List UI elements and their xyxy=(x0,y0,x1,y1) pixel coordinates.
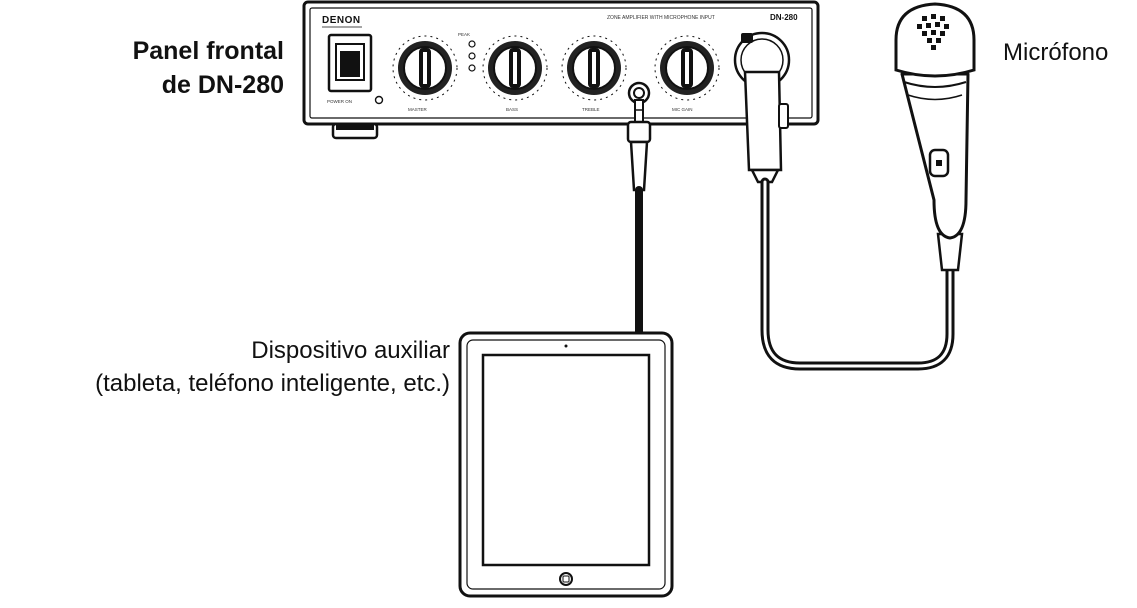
power-led xyxy=(374,95,384,105)
power-switch[interactable] xyxy=(327,33,373,93)
mic-gain-knob[interactable] xyxy=(654,35,720,101)
signal-led xyxy=(468,52,476,60)
aux-input-jack[interactable] xyxy=(627,81,651,105)
bass-knob[interactable] xyxy=(482,35,548,101)
xlr-cable xyxy=(743,70,955,371)
tablet-home-button[interactable] xyxy=(559,572,573,586)
microphone-illustration xyxy=(894,2,976,272)
level-led xyxy=(468,64,476,72)
aux-device-label: Dispositivo auxiliar (tableta, teléfono … xyxy=(95,334,450,400)
amplifier-front-panel: DENON ZONE AMPLIFIER WITH MICROPHONE INP… xyxy=(302,0,820,140)
peak-led xyxy=(468,40,476,48)
master-label: MASTER xyxy=(408,107,428,112)
master-knob[interactable] xyxy=(392,35,458,101)
mic-gain-label: MIC GAIN xyxy=(672,107,693,112)
aux-label-line2: (tableta, teléfono inteligente, etc.) xyxy=(95,370,450,397)
treble-label: TREBLE xyxy=(582,107,600,112)
tablet-screen xyxy=(481,353,651,567)
treble-knob[interactable] xyxy=(561,35,627,101)
device-subtitle: ZONE AMPLIFIER WITH MICROPHONE INPUT xyxy=(607,15,715,21)
tablet-camera xyxy=(564,344,568,348)
peak-label: PEAK xyxy=(458,32,470,37)
power-label: POWER ON xyxy=(327,99,352,104)
tablet-illustration xyxy=(458,331,674,598)
model-text: DN-280 xyxy=(770,13,798,22)
aux-cable xyxy=(626,99,652,337)
aux-label-line1: Dispositivo auxiliar xyxy=(251,337,450,364)
panel-label-line1: Panel frontal xyxy=(132,37,284,65)
microphone-label: Micrófono xyxy=(1003,39,1109,66)
bass-label: BASS xyxy=(506,107,518,112)
panel-label: Panel frontal de DN-280 xyxy=(133,34,284,102)
panel-label-line2: de DN-280 xyxy=(161,71,284,99)
brand-text: DENON xyxy=(322,15,361,26)
